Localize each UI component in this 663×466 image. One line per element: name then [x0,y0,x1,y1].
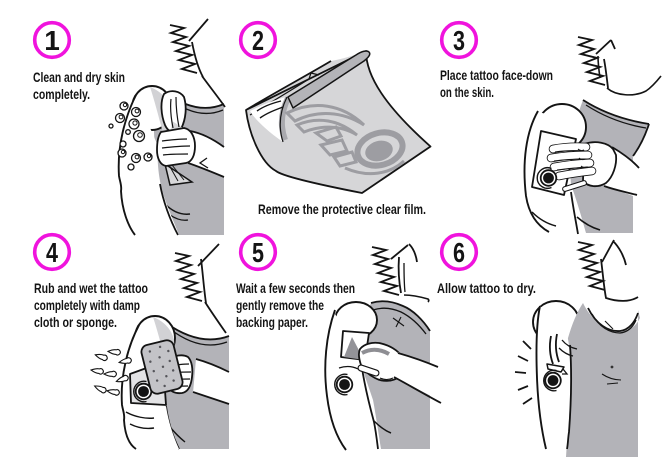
svg-text:5: 5 [252,237,264,268]
svg-text:gently remove the: gently remove the [236,297,324,313]
svg-text:completely with damp: completely with damp [34,297,140,313]
svg-text:3: 3 [453,25,465,56]
svg-text:Allow tattoo to dry.: Allow tattoo to dry. [437,280,536,296]
svg-text:4: 4 [46,237,58,268]
svg-text:Place tattoo face-down: Place tattoo face-down [440,67,553,83]
svg-text:Rub and wet the tattoo: Rub and wet the tattoo [34,280,148,296]
svg-text:6: 6 [453,237,465,268]
svg-text:on the skin.: on the skin. [440,84,494,100]
svg-text:cloth or sponge.: cloth or sponge. [34,314,117,330]
svg-text:Remove the protective clear fi: Remove the protective clear film. [258,201,426,217]
svg-text:completely.: completely. [33,86,90,102]
svg-text:2: 2 [252,25,264,56]
svg-text:Wait a few seconds then: Wait a few seconds then [236,280,355,296]
svg-text:1: 1 [44,25,60,56]
svg-text:backing paper.: backing paper. [236,314,308,330]
svg-text:Clean and dry skin: Clean and dry skin [33,69,125,85]
